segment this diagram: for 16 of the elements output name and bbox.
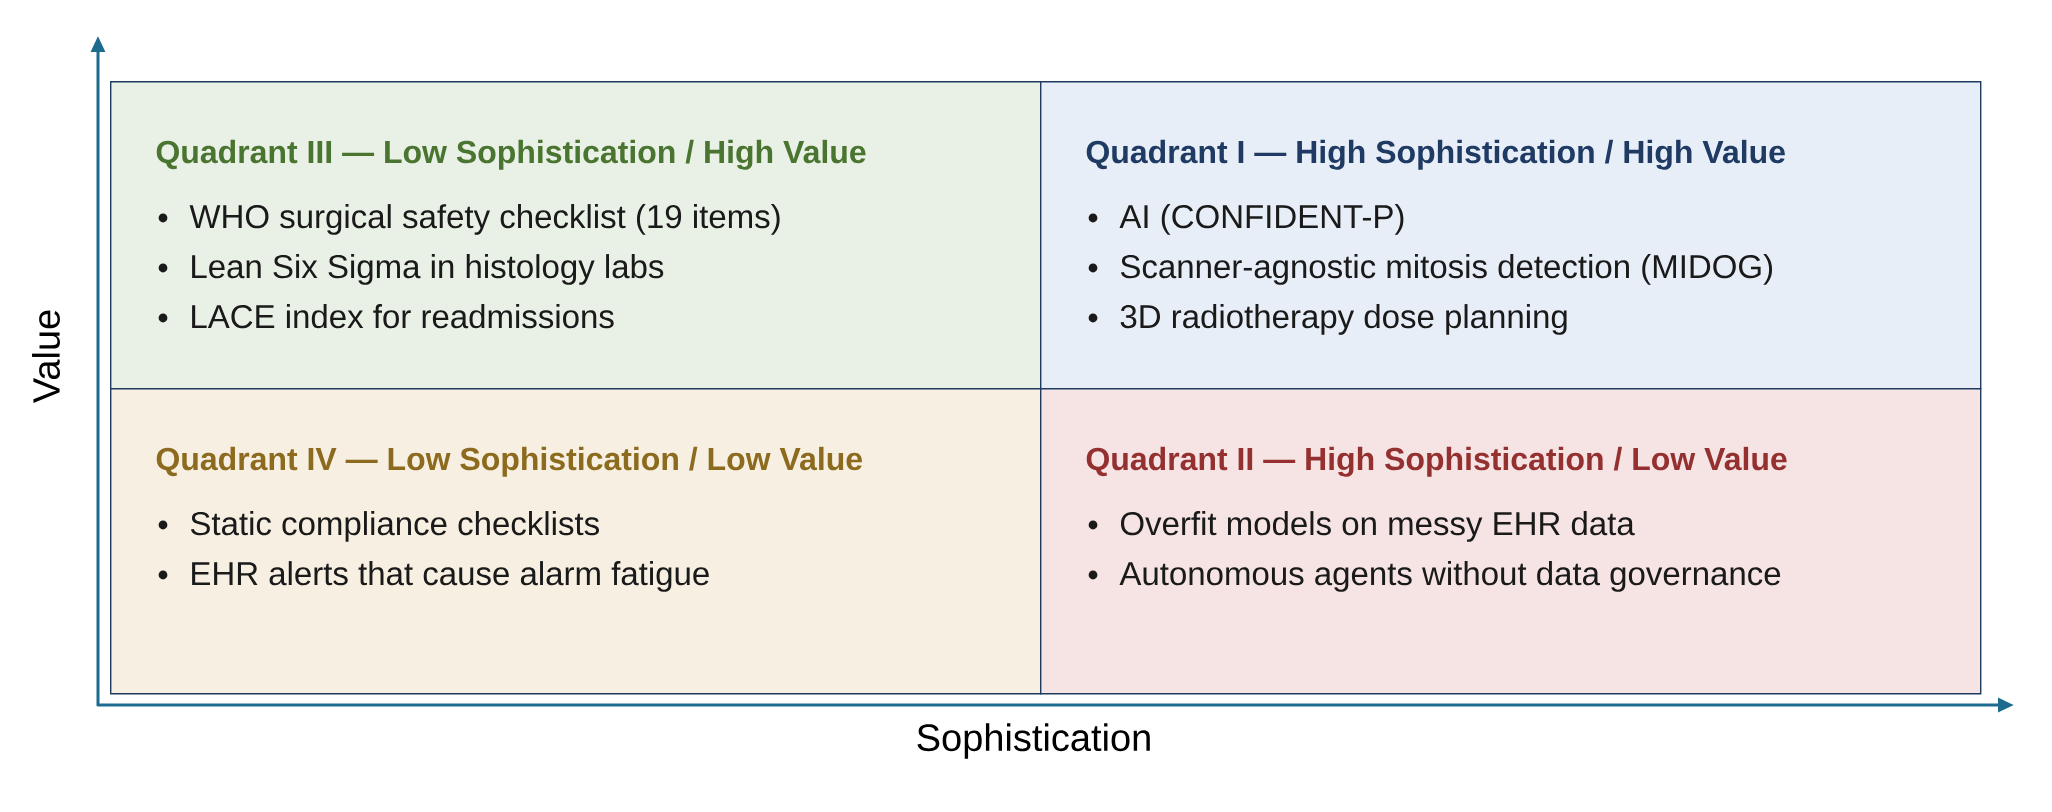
quadrant-heading: Quadrant I — High Sophistication / High Value [1086, 139, 1785, 170]
list-item: WHO surgical safety checklist (19 items) [189, 204, 780, 235]
list-item: LACE index for readmissions [192, 304, 614, 329]
list-item: 3D radiotherapy dose planning [1120, 304, 1567, 335]
list-item: EHR alerts that cause alarm fatigue [192, 561, 709, 592]
quadrant-heading: Quadrant II — High Sophistication / Low Value [1086, 446, 1787, 477]
list-item: Static compliance checklists [190, 511, 599, 542]
list-item: Autonomous agents without data governance [1119, 561, 1781, 592]
quadrant-heading: Quadrant IV — Low Sophistication / Low Value [156, 446, 862, 477]
list-item: Lean Six Sigma in histology labs [192, 254, 664, 285]
list-item: Scanner-agnostic mitosis detection (MIDOG) [1120, 254, 1772, 285]
axis-label: Sophistication [917, 723, 1150, 759]
list-item: AI (CONFIDENT-P) [1119, 204, 1404, 235]
quadrant-heading: Quadrant III — Low Sophistication / High Value [156, 139, 866, 170]
axis-label: Value [32, 310, 60, 403]
list-item: Overfit models on messy EHR data [1121, 511, 1635, 542]
